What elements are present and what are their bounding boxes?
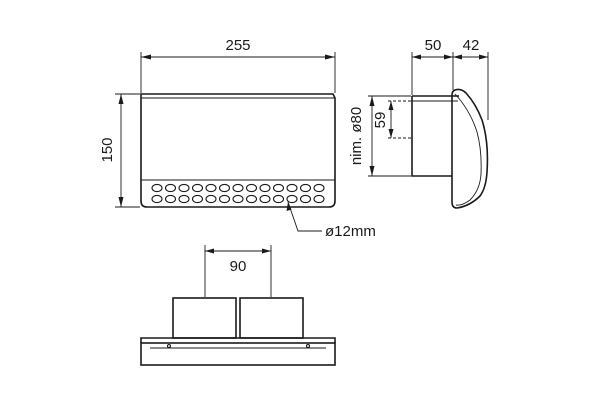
vent-hole <box>232 183 244 193</box>
vent-hole <box>151 183 163 193</box>
vent-holes <box>151 183 325 204</box>
vent-hole <box>286 183 298 193</box>
vent-hole <box>313 183 325 193</box>
width-label: 255 <box>225 37 250 54</box>
height-label: 150 <box>99 137 116 162</box>
top-screw-left <box>166 343 172 349</box>
vent-hole <box>299 194 312 204</box>
side-hood-inner <box>454 93 482 206</box>
side-hood-outline <box>451 88 489 209</box>
vent-hole <box>191 183 204 193</box>
height-dimension: 150 <box>99 93 140 208</box>
vent-hole <box>245 183 258 193</box>
depth-duct-label: 50 <box>425 37 442 54</box>
vent-hole <box>191 194 204 204</box>
side-view: 50 42 nim. ø80 59 <box>348 37 489 209</box>
front-body-outline <box>140 93 336 208</box>
duct-spacing-label: 90 <box>230 258 247 275</box>
hole-diameter-leader: ø12mm <box>286 201 376 240</box>
vent-hole <box>259 183 271 193</box>
top-duct-left <box>172 297 237 339</box>
side-duct-outline <box>411 95 459 177</box>
hole-diameter-label: ø12mm <box>325 223 376 240</box>
duct-spacing-dimension: 90 <box>204 245 272 297</box>
vent-hole <box>178 194 190 204</box>
duct-diameter-label: nim. ø80 <box>348 107 365 165</box>
top-view: 90 <box>140 245 336 366</box>
vent-hole <box>164 183 177 193</box>
width-dimension: 255 <box>140 37 336 93</box>
top-hood-body <box>140 342 336 366</box>
vent-hole <box>286 194 298 204</box>
vent-hole <box>259 194 271 204</box>
depth-hood-label: 42 <box>463 37 480 54</box>
depth-dimensions: 50 42 <box>411 37 489 120</box>
vent-hole <box>218 183 231 193</box>
vent-hole <box>205 194 217 204</box>
top-duct-right <box>239 297 304 339</box>
duct-diameter-dimension: nim. ø80 <box>348 95 411 177</box>
top-screw-right <box>305 343 311 349</box>
vent-hole <box>272 183 285 193</box>
vent-hole <box>232 194 244 204</box>
vent-hole <box>313 194 325 204</box>
vent-hole <box>178 183 190 193</box>
vent-hole <box>245 194 258 204</box>
vent-hole <box>151 194 163 204</box>
duct-height-dimension: 59 <box>372 101 394 138</box>
vent-hole <box>205 183 217 193</box>
duct-height-label: 59 <box>372 112 389 129</box>
vent-hole <box>299 183 312 193</box>
vent-hole <box>218 194 231 204</box>
front-view: 255 150 ø12mm <box>99 37 376 240</box>
vent-hole <box>272 194 285 204</box>
top-base-plate <box>140 337 336 343</box>
vent-hole <box>164 194 177 204</box>
